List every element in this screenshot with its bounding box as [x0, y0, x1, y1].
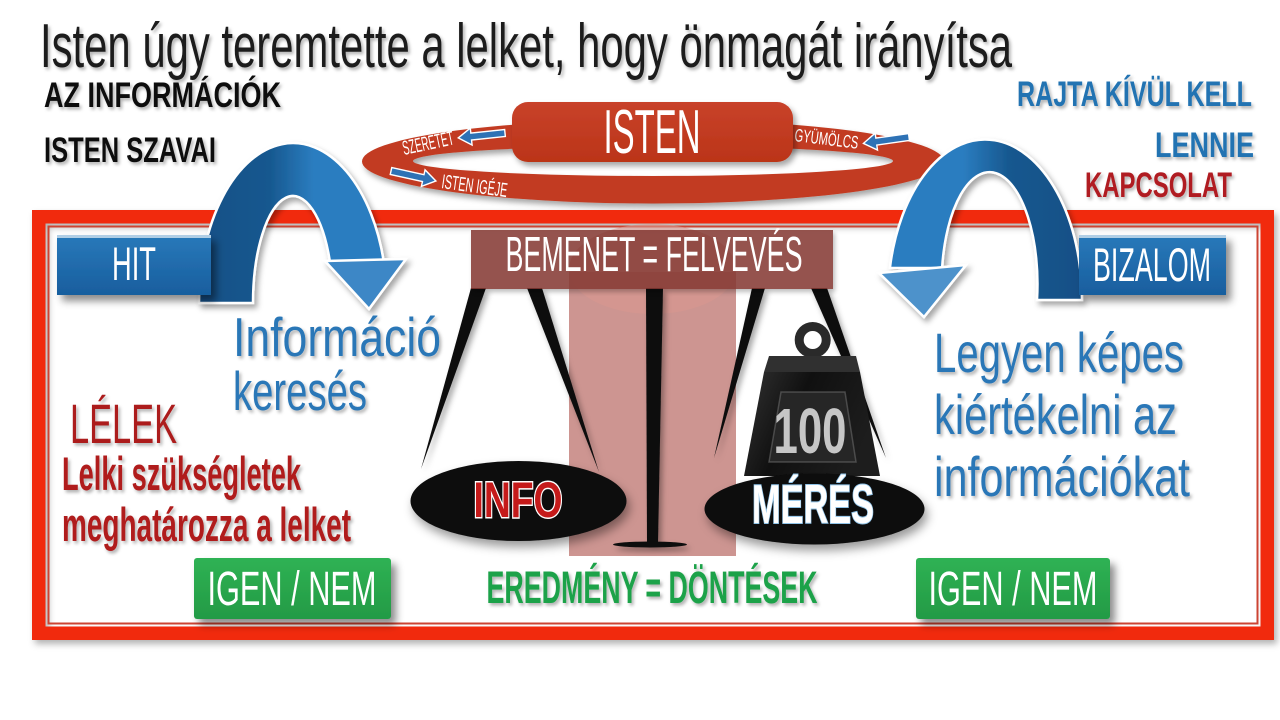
svg-text:IGEN / NEM: IGEN / NEM [208, 563, 377, 616]
svg-text:ISTEN: ISTEN [604, 98, 701, 167]
svg-text:MÉRÉS: MÉRÉS [752, 473, 874, 535]
svg-text:BIZALOM: BIZALOM [1093, 238, 1211, 291]
svg-text:EREDMÉNY = DÖNTÉSEK: EREDMÉNY = DÖNTÉSEK [487, 562, 818, 613]
svg-text:keresés: keresés [233, 360, 367, 422]
svg-text:INFO: INFO [474, 472, 563, 528]
svg-text:RAJTA KÍVÜL KELL: RAJTA KÍVÜL KELL [1017, 74, 1252, 114]
svg-text:információkat: információkat [934, 445, 1190, 508]
svg-text:LÉLEK: LÉLEK [70, 392, 177, 455]
svg-text:Információ: Információ [233, 306, 441, 368]
svg-text:100: 100 [774, 395, 847, 467]
svg-text:kiértékelni az: kiértékelni az [934, 383, 1177, 446]
svg-text:KAPCSOLAT: KAPCSOLAT [1085, 166, 1232, 205]
svg-text:BEMENET = FELVEVÉS: BEMENET = FELVEVÉS [506, 228, 803, 282]
svg-text:ISTEN SZAVAI: ISTEN SZAVAI [44, 131, 216, 170]
svg-text:meghatározza a lelket: meghatározza a lelket [62, 498, 351, 551]
svg-text:Lelki szükségletek: Lelki szükségletek [62, 447, 301, 500]
svg-text:Isten úgy teremtette a lelket,: Isten úgy teremtette a lelket, hogy önma… [40, 12, 1012, 81]
svg-text:LENNIE: LENNIE [1155, 126, 1254, 165]
svg-text:IGEN / NEM: IGEN / NEM [929, 563, 1098, 616]
svg-text:AZ INFORMÁCIÓK: AZ INFORMÁCIÓK [44, 75, 281, 115]
svg-text:Legyen képes: Legyen képes [934, 321, 1184, 384]
svg-text:HIT: HIT [112, 237, 156, 290]
